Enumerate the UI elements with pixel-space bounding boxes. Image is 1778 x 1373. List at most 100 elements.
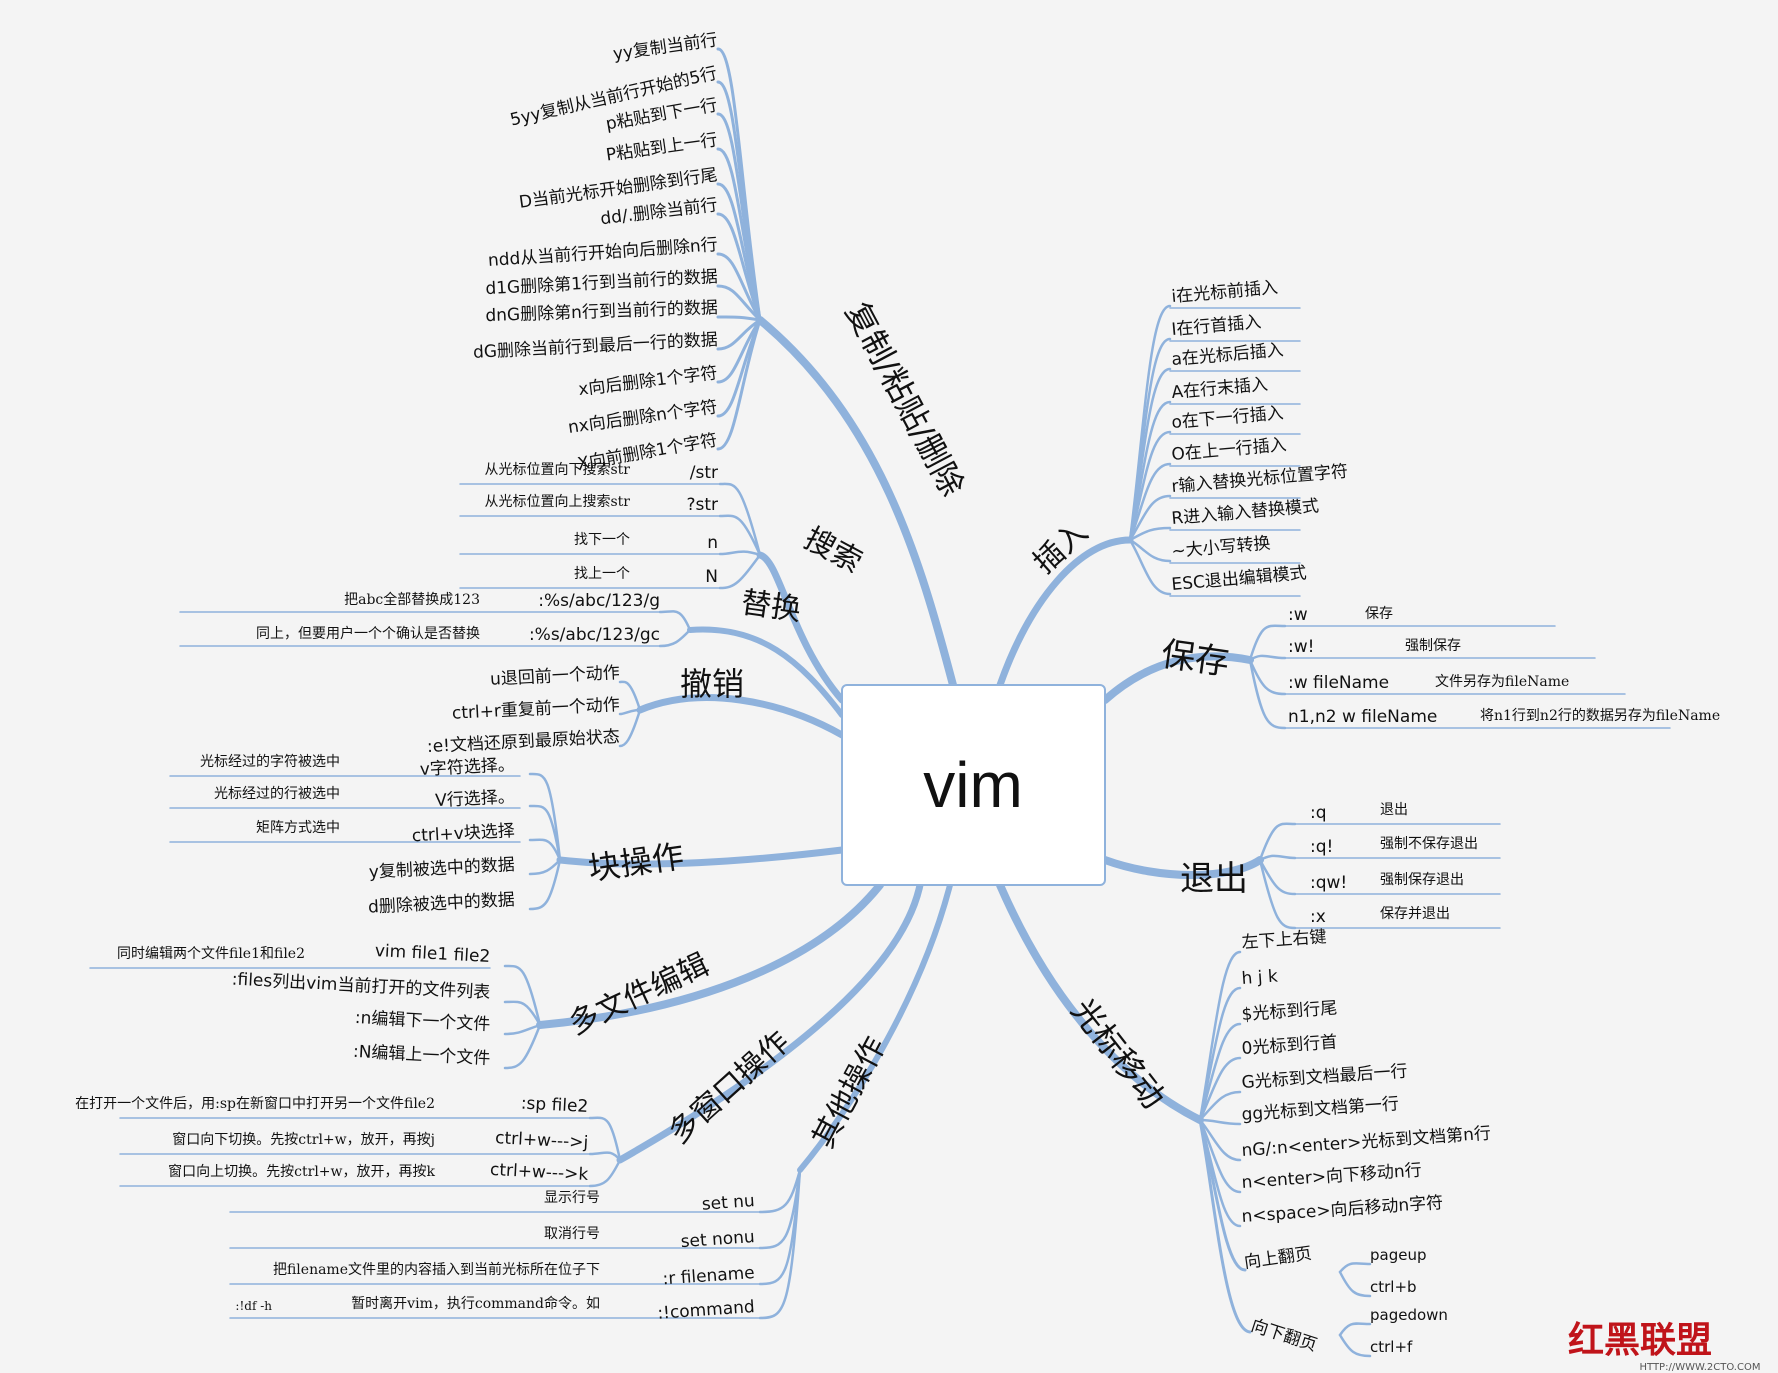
- quit-cmd: :qw!: [1310, 873, 1347, 893]
- pagedown-link: [1198, 1118, 1252, 1334]
- block-cmd: V行选择。: [435, 787, 516, 811]
- window-cmd: :sp file2: [520, 1093, 588, 1117]
- other-extra: :!df -h: [235, 1299, 272, 1313]
- branch-cursor: [996, 881, 1204, 1124]
- branch-replace: [687, 626, 845, 718]
- search-desc: 找下一个: [574, 532, 630, 548]
- quit-desc: 保存并退出: [1380, 906, 1450, 922]
- other-cmd: :r filename: [662, 1263, 755, 1289]
- quit-cmd: :q!: [1310, 837, 1333, 857]
- window-leaf-link: [588, 1151, 622, 1162]
- save-desc: 文件另存为fileName: [1435, 674, 1569, 690]
- insert-leaf-link: [1128, 494, 1172, 542]
- branch-undo: [636, 694, 846, 739]
- cursor-leaf-link: [1198, 1056, 1242, 1122]
- cursor-leaf-link: [1198, 1090, 1242, 1122]
- insert-item: O在上一行插入: [1171, 435, 1288, 465]
- search-cmd: ?str: [686, 495, 718, 515]
- insert-item: i在光标前插入: [1171, 278, 1279, 307]
- undo-item: ctrl+r重复前一个动作: [451, 695, 620, 724]
- copy-leaf-link: [716, 252, 762, 322]
- save-desc: 保存: [1365, 606, 1393, 622]
- pagedown-label: 向下翻页: [1248, 1316, 1319, 1356]
- cursor-leaf-link: [1198, 950, 1242, 1122]
- multifile-leaf-link: [503, 1000, 542, 1027]
- replace-leaf-link: [658, 628, 692, 648]
- replace-desc: 同上，但要用户一个个确认是否替换: [256, 625, 480, 642]
- other-leaf-link: [758, 1168, 802, 1214]
- copy-item: d1G删除第1行到当前行的数据: [485, 267, 718, 299]
- pageup-key: ctrl+b: [1370, 1278, 1417, 1296]
- undo-leaf-link: [618, 708, 642, 716]
- insert-item: o在下一行插入: [1171, 403, 1285, 433]
- replace-cmd: :%s/abc/123/g: [538, 591, 660, 611]
- cursor-item: G光标到文档最后一行: [1241, 1061, 1408, 1093]
- block-desc: 光标经过的行被选中: [214, 786, 340, 802]
- save-cmd: :w fileName: [1288, 673, 1389, 693]
- quit-desc: 退出: [1380, 802, 1408, 818]
- branch-title-undo: 撤销: [680, 665, 744, 703]
- replace-desc: 把abc全部替换成123: [344, 591, 480, 608]
- copy-item: x向后删除1个字符: [577, 363, 718, 400]
- central-node-box: [841, 684, 1106, 886]
- other-desc: 取消行号: [544, 1226, 600, 1242]
- branch-quit: [1101, 856, 1264, 879]
- window-leaf-link: [588, 1116, 622, 1162]
- cursor-leaf-link: [1198, 1118, 1242, 1126]
- watermark-logo: 红黑联盟: [1568, 1319, 1712, 1361]
- quit-leaf-link: [1258, 822, 1297, 862]
- save-cmd: :w: [1288, 605, 1308, 625]
- block-cmd: v字符选择。: [419, 755, 515, 780]
- save-cmd: n1,n2 w fileName: [1288, 707, 1437, 727]
- branch-block: [556, 846, 846, 868]
- insert-item: R进入输入替换模式: [1171, 496, 1320, 529]
- branch-title-quit: 退出: [1180, 859, 1248, 899]
- save-leaf-link: [1248, 658, 1287, 730]
- other-leaf-link: [758, 1168, 802, 1320]
- multifile-cmd: :N编辑上一个文件: [352, 1042, 490, 1069]
- window-leaf-link: [588, 1158, 622, 1188]
- save-desc: 强制保存: [1405, 638, 1461, 654]
- quit-cmd: :x: [1310, 907, 1326, 927]
- multifile-leaf-link: [503, 964, 542, 1027]
- insert-item: A在行末插入: [1171, 375, 1269, 403]
- pageup-key-link: [1338, 1262, 1372, 1274]
- quit-leaf-link: [1258, 858, 1297, 930]
- search-desc: 从光标位置向下搜索str: [484, 461, 630, 478]
- cursor-leaf-link: [1198, 1022, 1242, 1122]
- copy-item: P粘贴到上一行: [605, 130, 719, 165]
- watermark: 红黑联盟 HTTP://WWW.2CTO.COM: [1568, 1319, 1761, 1373]
- search-desc: 找上一个: [574, 566, 630, 582]
- branch-title-replace: 替换: [739, 585, 803, 628]
- window-desc: 在打开一个文件后，用:sp在新窗口中打开另一个文件file2: [75, 1095, 435, 1112]
- replace-cmd: :%s/abc/123/gc: [529, 625, 660, 645]
- branch-title-insert: 插入: [1027, 515, 1095, 581]
- save-leaf-link: [1248, 658, 1287, 696]
- insert-item: a在光标后插入: [1171, 340, 1285, 370]
- other-cmd: set nu: [701, 1191, 755, 1215]
- cursor-leaf-link: [1198, 1118, 1242, 1194]
- multifile-leaf-link: [503, 1023, 542, 1070]
- search-desc: 从光标位置向上搜索str: [484, 493, 630, 510]
- save-leaf-link: [1248, 624, 1287, 662]
- cursor-item: nG/:n<enter>光标到文档第n行: [1241, 1124, 1492, 1161]
- block-leaf-link: [528, 804, 562, 862]
- cursor-item: n<space>向后移动n字符: [1241, 1193, 1444, 1227]
- insert-item: I在行首插入: [1171, 312, 1262, 340]
- branch-other: [797, 882, 953, 1173]
- copy-leaf-link: [716, 318, 762, 351]
- search-cmd: n: [707, 533, 718, 553]
- block-cmd: y复制被选中的数据: [368, 855, 515, 883]
- replace-leaf-link: [658, 610, 692, 632]
- insert-leaf-link: [1128, 538, 1172, 563]
- quit-desc: 强制不保存退出: [1380, 836, 1478, 852]
- copy-leaf-link: [716, 284, 762, 322]
- quit-cmd: :q: [1310, 803, 1327, 823]
- cursor-item: n<enter>向下移动n行: [1241, 1160, 1422, 1193]
- multifile-cmd: :n编辑下一个文件: [354, 1008, 490, 1035]
- cursor-item: 0光标到行首: [1241, 1032, 1338, 1059]
- branch-copy: [756, 316, 957, 689]
- insert-item: ESC退出编辑模式: [1171, 563, 1308, 595]
- undo-item: :e!文档还原到最原始状态: [426, 727, 620, 757]
- multifile-leaf-link: [503, 1023, 542, 1036]
